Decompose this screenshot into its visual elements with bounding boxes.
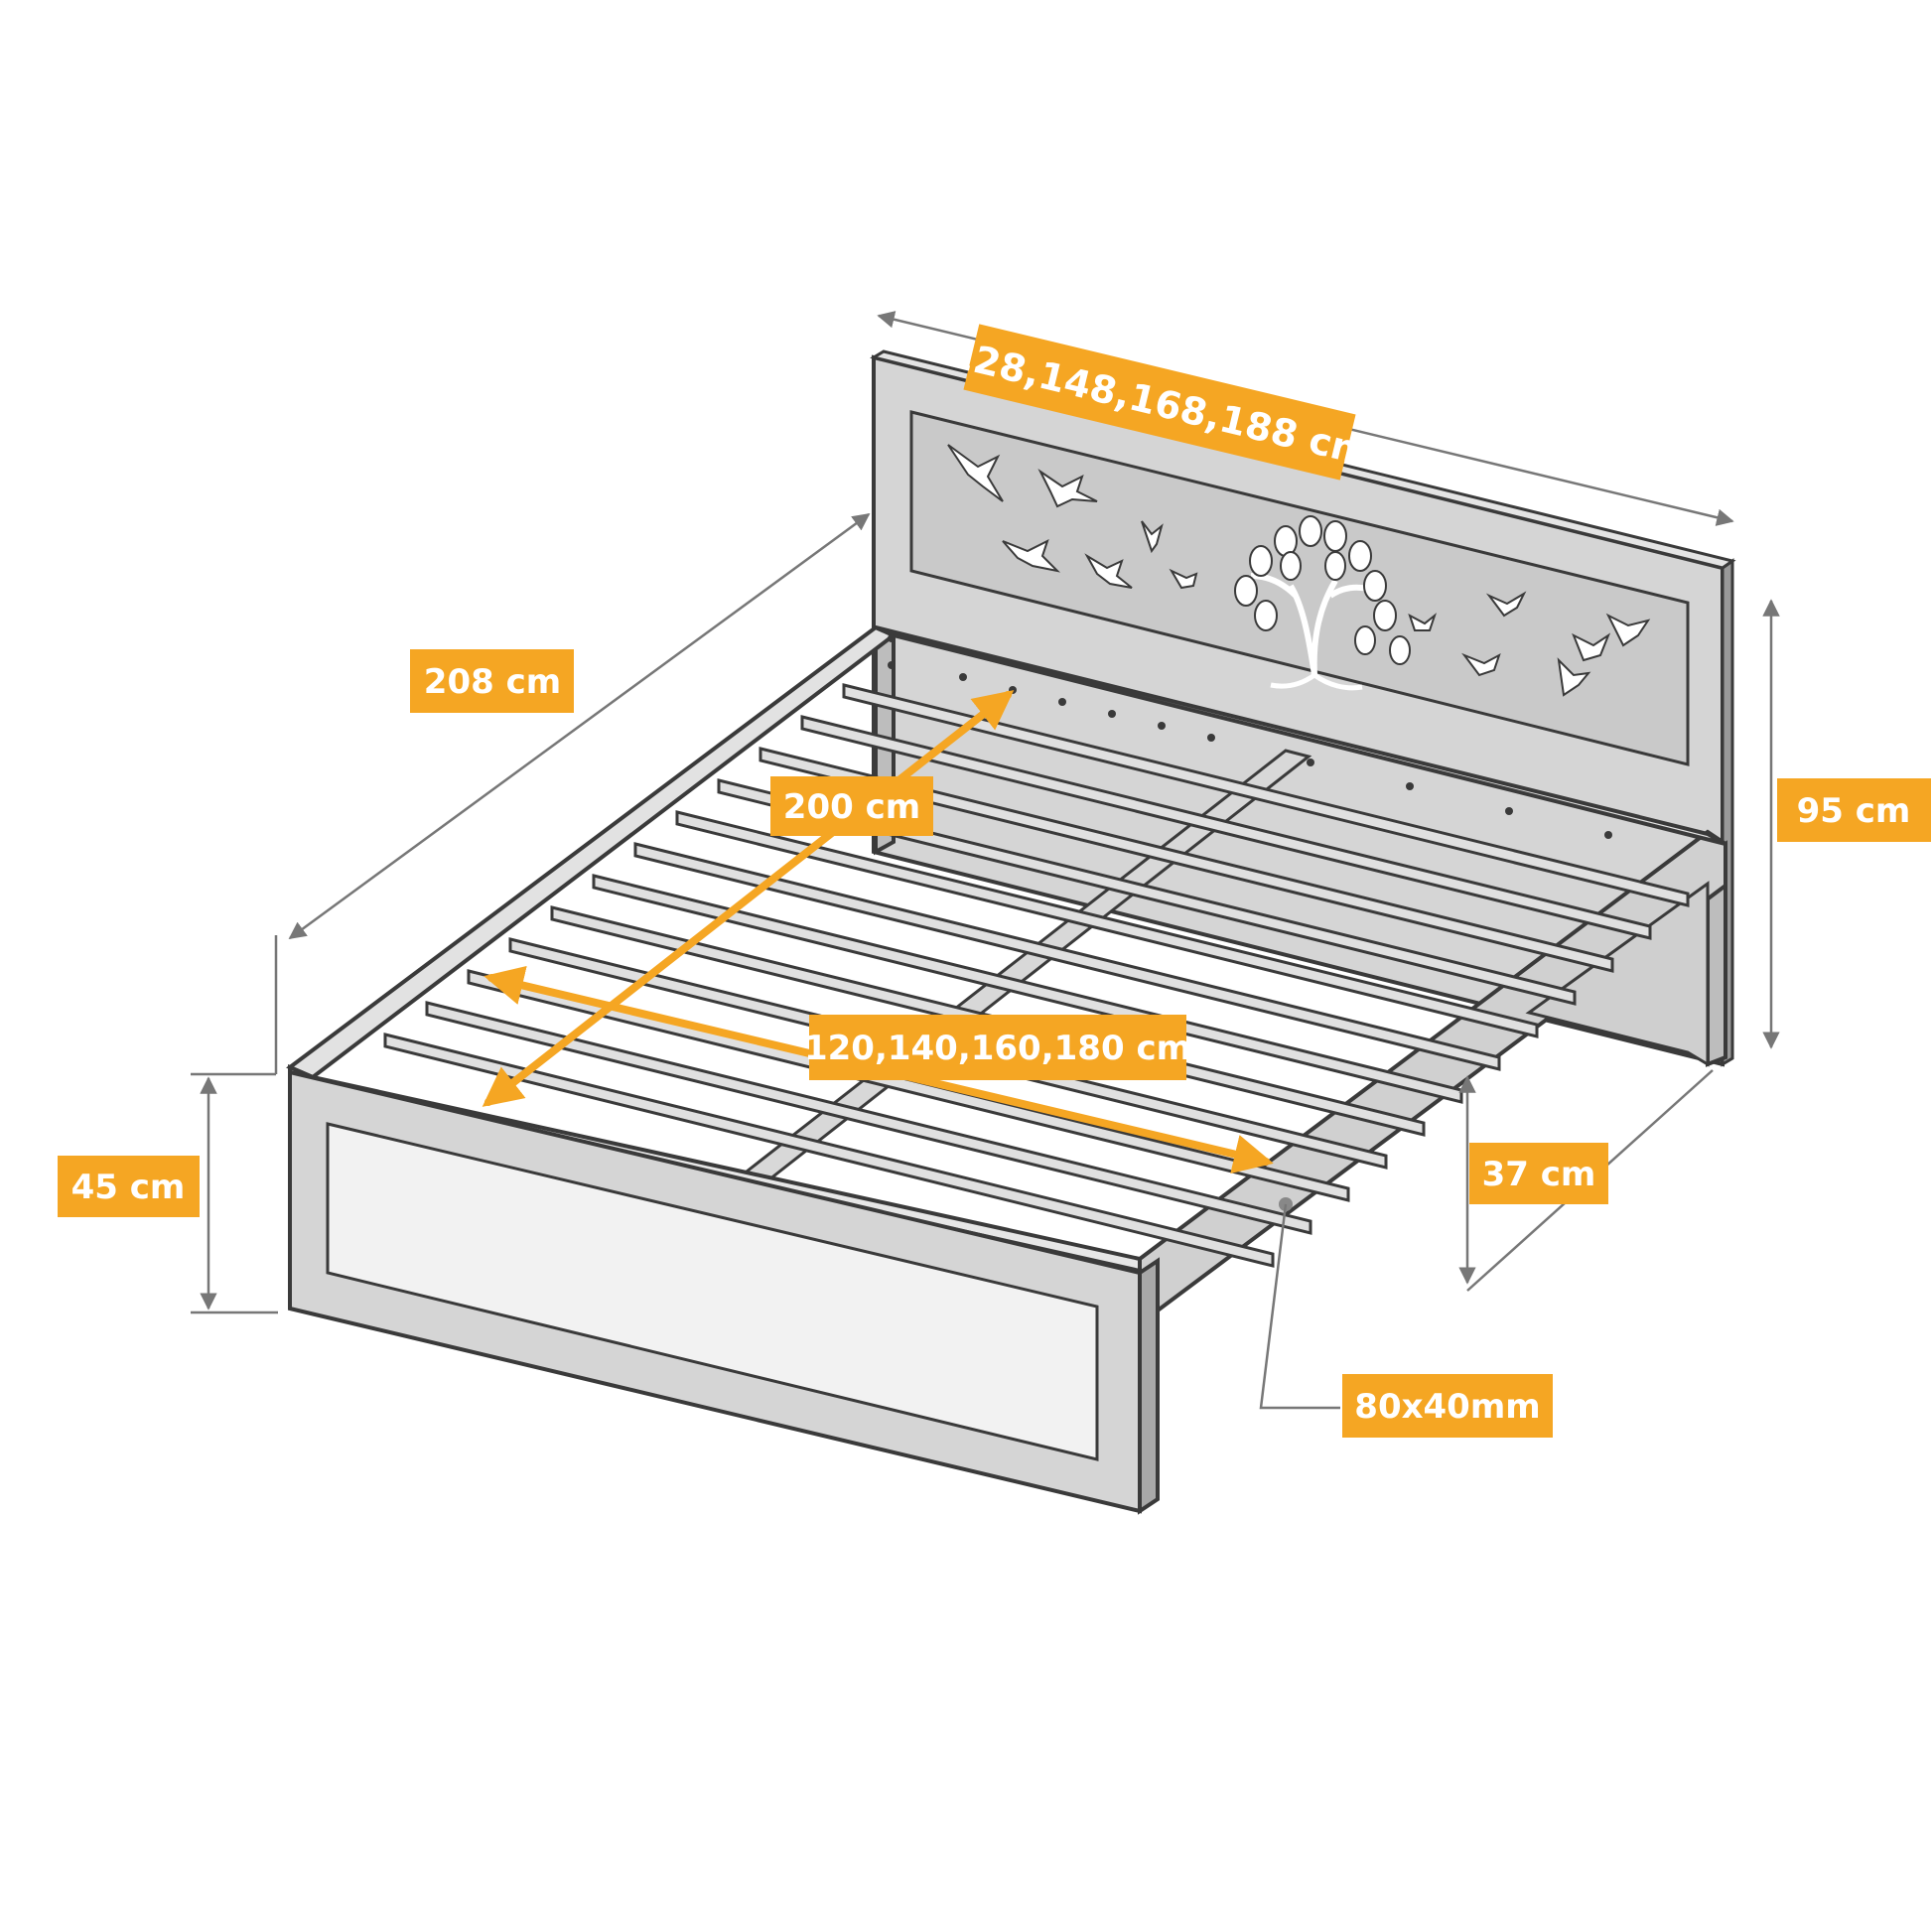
label-profile-size: 80x40mm — [1342, 1374, 1553, 1438]
label-inner-width-text: 120,140,160,180 cm — [804, 1029, 1191, 1068]
bird-icon — [1169, 568, 1198, 590]
label-frame-height: 45 cm — [58, 1156, 200, 1217]
label-inner-length: 200 cm — [770, 776, 933, 836]
label-inner-length-text: 200 cm — [783, 787, 920, 827]
bird-icon — [1605, 613, 1651, 647]
bird-icon — [1002, 539, 1061, 573]
footboard-side — [1138, 1257, 1160, 1515]
label-profile-size-text: 80x40mm — [1354, 1387, 1540, 1427]
profile-leader-line — [1259, 1203, 1340, 1410]
label-total-length: 208 cm — [410, 649, 574, 713]
bird-icon — [1408, 613, 1438, 631]
label-headboard-height: 95 cm — [1777, 778, 1931, 842]
head-rail — [875, 625, 1726, 846]
bird-icon — [1084, 553, 1133, 589]
label-under-bed-clearance-text: 37 cm — [1482, 1155, 1596, 1194]
bolt-dots — [888, 634, 1612, 1211]
tree-of-life-with-birds-icon — [1234, 515, 1411, 691]
bird-icon — [1485, 591, 1527, 618]
label-headboard-height-text: 95 cm — [1797, 791, 1911, 831]
label-under-bed-clearance: 37 cm — [1469, 1143, 1608, 1204]
label-total-length-text: 208 cm — [424, 662, 561, 702]
footboard-inner — [326, 1122, 1099, 1461]
bird-icon — [1557, 657, 1591, 697]
label-frame-height-text: 45 cm — [71, 1168, 186, 1207]
label-inner-width: 120,140,160,180 cm — [804, 1015, 1191, 1080]
bird-icon — [1461, 652, 1501, 677]
bird-icon — [1572, 632, 1611, 662]
bird-icon — [1141, 520, 1164, 554]
